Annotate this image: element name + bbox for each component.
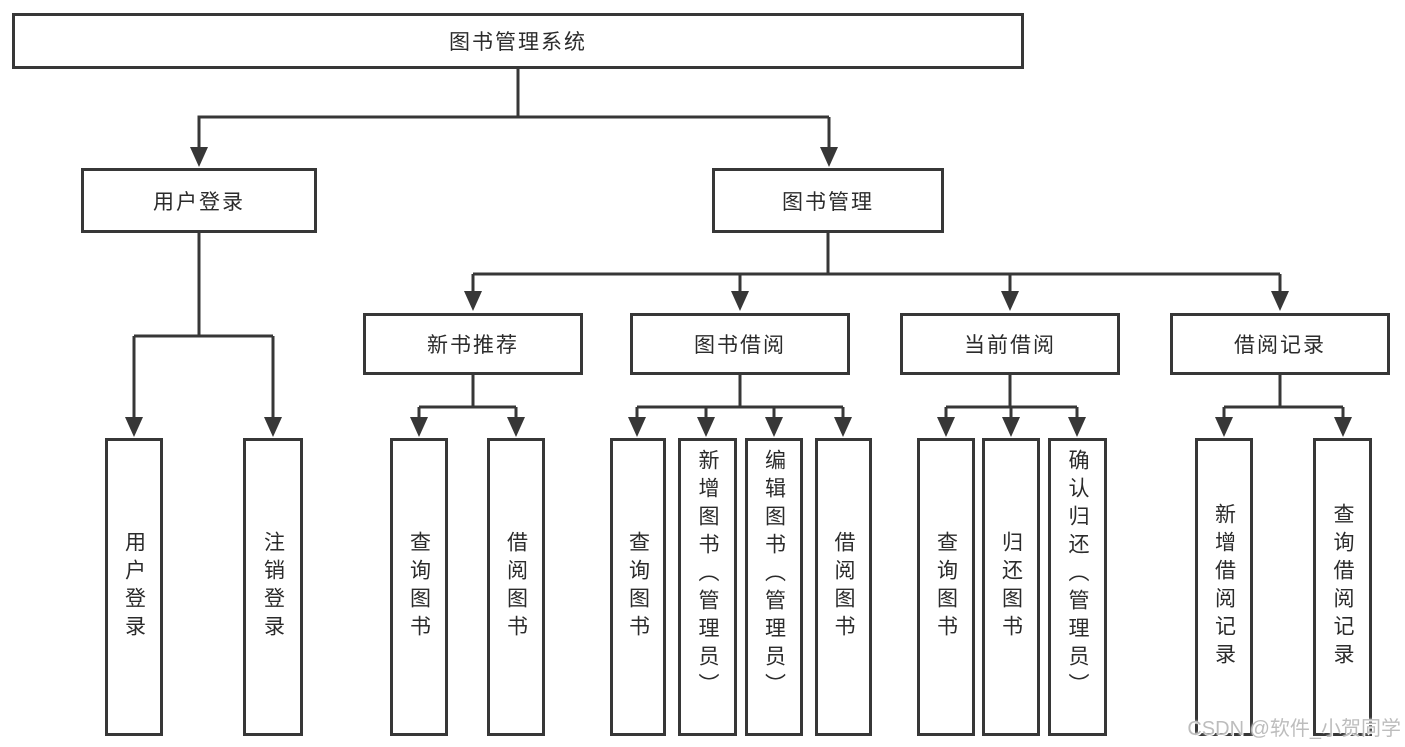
connector-user-login-children: [132, 233, 275, 420]
connector-borrow-records-children: [1222, 375, 1345, 420]
node-leaf-add-books-admin: 新增图书（管理员）: [678, 438, 737, 736]
arrowhead: [937, 417, 955, 437]
node-leaf-borrow-books: 借阅图书: [487, 438, 545, 736]
connector-root-to-level1: [197, 69, 831, 150]
connector-book-borrow-children: [635, 375, 845, 420]
node-leaf-logout: 注销登录: [243, 438, 303, 736]
connector-current-borrow-children: [944, 375, 1079, 420]
node-leaf-add-borrow-record: 新增借阅记录: [1195, 438, 1253, 736]
arrowhead: [834, 417, 852, 437]
arrowhead: [1068, 417, 1086, 437]
node-leaf-query-books: 查询图书: [610, 438, 666, 736]
connector-new-books-children: [417, 375, 518, 420]
arrowhead: [1002, 417, 1020, 437]
node-leaf-query-books: 查询图书: [917, 438, 975, 736]
node-borrowing-records: 借阅记录: [1170, 313, 1390, 375]
node-leaf-query-books: 查询图书: [390, 438, 448, 736]
node-leaf-borrow-books: 借阅图书: [815, 438, 872, 736]
node-book-management: 图书管理: [712, 168, 944, 233]
node-new-book-recommend: 新书推荐: [363, 313, 583, 375]
node-leaf-return-books: 归还图书: [982, 438, 1040, 736]
arrowhead: [464, 291, 482, 311]
arrowhead: [697, 417, 715, 437]
arrowhead: [1215, 417, 1233, 437]
node-leaf-user-login: 用户登录: [105, 438, 163, 736]
arrowhead: [765, 417, 783, 437]
node-book-borrowing: 图书借阅: [630, 313, 850, 375]
arrowhead: [125, 417, 143, 437]
arrowhead: [1271, 291, 1289, 311]
arrowhead: [628, 417, 646, 437]
node-library-system: 图书管理系统: [12, 13, 1024, 69]
connector-book-mgmt-to-level2: [471, 233, 1282, 294]
arrowhead: [507, 417, 525, 437]
arrowhead: [1334, 417, 1352, 437]
node-current-borrowing: 当前借阅: [900, 313, 1120, 375]
arrowhead: [410, 417, 428, 437]
arrowhead: [190, 147, 208, 167]
node-user-login: 用户登录: [81, 168, 317, 233]
arrowhead: [1001, 291, 1019, 311]
node-leaf-edit-books-admin: 编辑图书（管理员）: [745, 438, 803, 736]
node-leaf-query-borrow-record: 查询借阅记录: [1313, 438, 1372, 736]
csdn-watermark: CSDN @软件_小贺同学: [1187, 718, 1401, 740]
arrowhead: [264, 417, 282, 437]
arrowhead: [731, 291, 749, 311]
arrowhead: [820, 147, 838, 167]
node-leaf-confirm-return-admin: 确认归还（管理员）: [1048, 438, 1107, 736]
